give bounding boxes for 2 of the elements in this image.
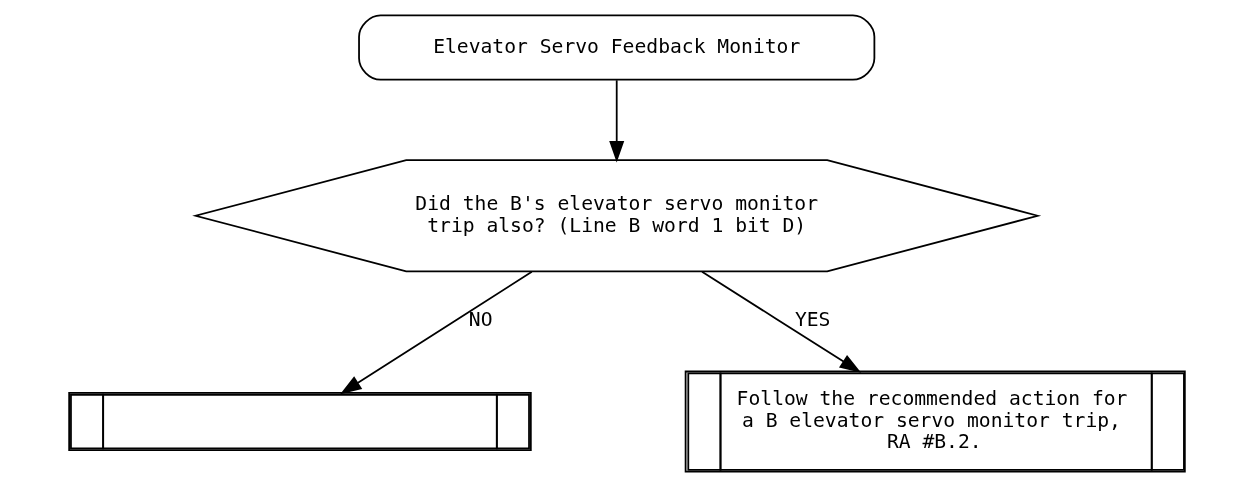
- edge-label: NO: [468, 308, 493, 332]
- edge-label: YES: [794, 308, 831, 332]
